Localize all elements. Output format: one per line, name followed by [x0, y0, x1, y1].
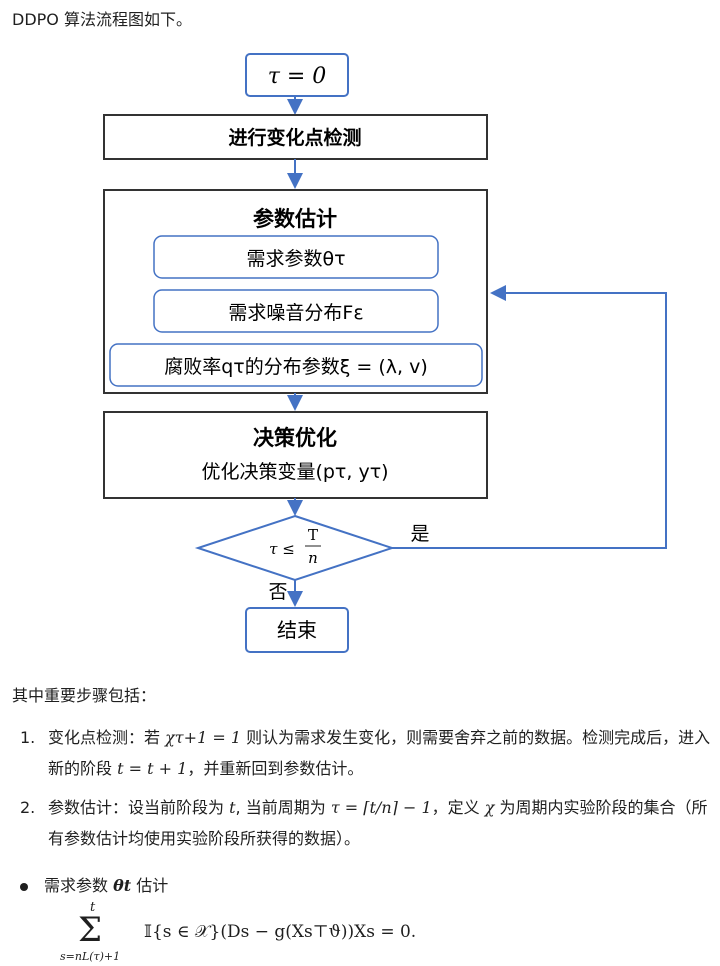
noise-dist-box — [153, 289, 439, 333]
condition-num: T — [308, 526, 318, 544]
steps-list: 1. 变化点检测：若 χτ+1 = 1 则认为需求发生变化，则需要舍弃之前的数据… — [12, 722, 712, 862]
bullet-item: 需求参数 θt 估计 — [20, 872, 168, 896]
step-text: 为周期内实验阶段的集合（所有参数估计均使用实验阶段所获得的数据）。 — [48, 798, 708, 848]
step-number: 2. — [20, 798, 36, 817]
decision-box — [103, 411, 488, 499]
list-item: 1. 变化点检测：若 χτ+1 = 1 则认为需求发生变化，则需要舍弃之前的数据… — [12, 722, 712, 784]
step-text: , 当前周期为 — [235, 798, 326, 817]
step-text: 参数估计：设当前阶段为 — [48, 798, 225, 817]
condition-diamond — [194, 514, 396, 582]
step-math: τ = ⌈t/n⌉ − 1 — [330, 798, 432, 817]
step-text: 则认为需求发生变化，则需要舍弃之前的数据。检测完成后，进入新的阶段 — [48, 728, 711, 778]
end-box — [245, 607, 349, 653]
step-number: 1. — [20, 728, 36, 747]
formula-body: 𝕀{s ∈ 𝒳}(Ds − g(Xs⊤ϑ))Xs = 0. — [144, 922, 417, 942]
steps-intro: 其中重要步骤包括： — [12, 686, 157, 705]
bullet-text: 估计 — [136, 876, 169, 895]
condition-left: τ ≤ — [269, 540, 295, 558]
decision-sub: 优化决策变量(pτ, yτ) — [201, 461, 388, 483]
decay-param-label: 腐败率qτ的分布参数ξ = (λ, v) — [164, 356, 428, 378]
bullet-dot — [20, 882, 28, 891]
yes-loop-arrow — [392, 285, 667, 549]
end-label: 结束 — [277, 618, 317, 642]
bullet-text: 需求参数 — [44, 876, 109, 895]
step-math: t — [229, 798, 236, 817]
estimate-title: 参数估计 — [253, 207, 337, 231]
yes-label: 是 — [410, 523, 429, 545]
noise-dist-label: 需求噪音分布Fε — [228, 302, 363, 324]
intro-text: DDPO 算法流程图如下。 — [12, 10, 192, 29]
step-math: t = t + 1 — [117, 759, 188, 778]
decision-title: 决策优化 — [253, 426, 337, 450]
condition-den: n — [308, 549, 318, 567]
start-box — [245, 53, 349, 97]
demand-param-box — [153, 235, 439, 279]
flowchart: τ = 0 进行变化点检测 参数估计 需求参数θτ 需求噪音分布Fε 腐败率qτ… — [103, 53, 667, 653]
start-label: τ = 0 — [268, 64, 327, 89]
step-math: χτ+1 = 1 — [165, 728, 241, 747]
decay-param-box — [109, 343, 483, 387]
detect-label: 进行变化点检测 — [228, 126, 361, 149]
no-label: 否 — [268, 581, 287, 603]
list-item: 2. 参数估计：设当前阶段为 t, 当前周期为 τ = ⌈t/n⌉ − 1，定义… — [12, 792, 712, 854]
step-text: ，定义 — [431, 798, 480, 817]
step-math: χ — [484, 798, 495, 817]
detect-box — [103, 114, 488, 160]
sum-symbol: Σ — [78, 910, 103, 950]
sum-upper: t — [90, 900, 96, 915]
sum-lower: s=nL(τ)+1 — [60, 950, 121, 963]
bullet-math: θt — [113, 876, 132, 895]
step-text: ，并重新回到参数估计。 — [187, 759, 364, 778]
step-text: 变化点检测：若 — [48, 728, 161, 747]
demand-param-label: 需求参数θτ — [246, 248, 345, 270]
